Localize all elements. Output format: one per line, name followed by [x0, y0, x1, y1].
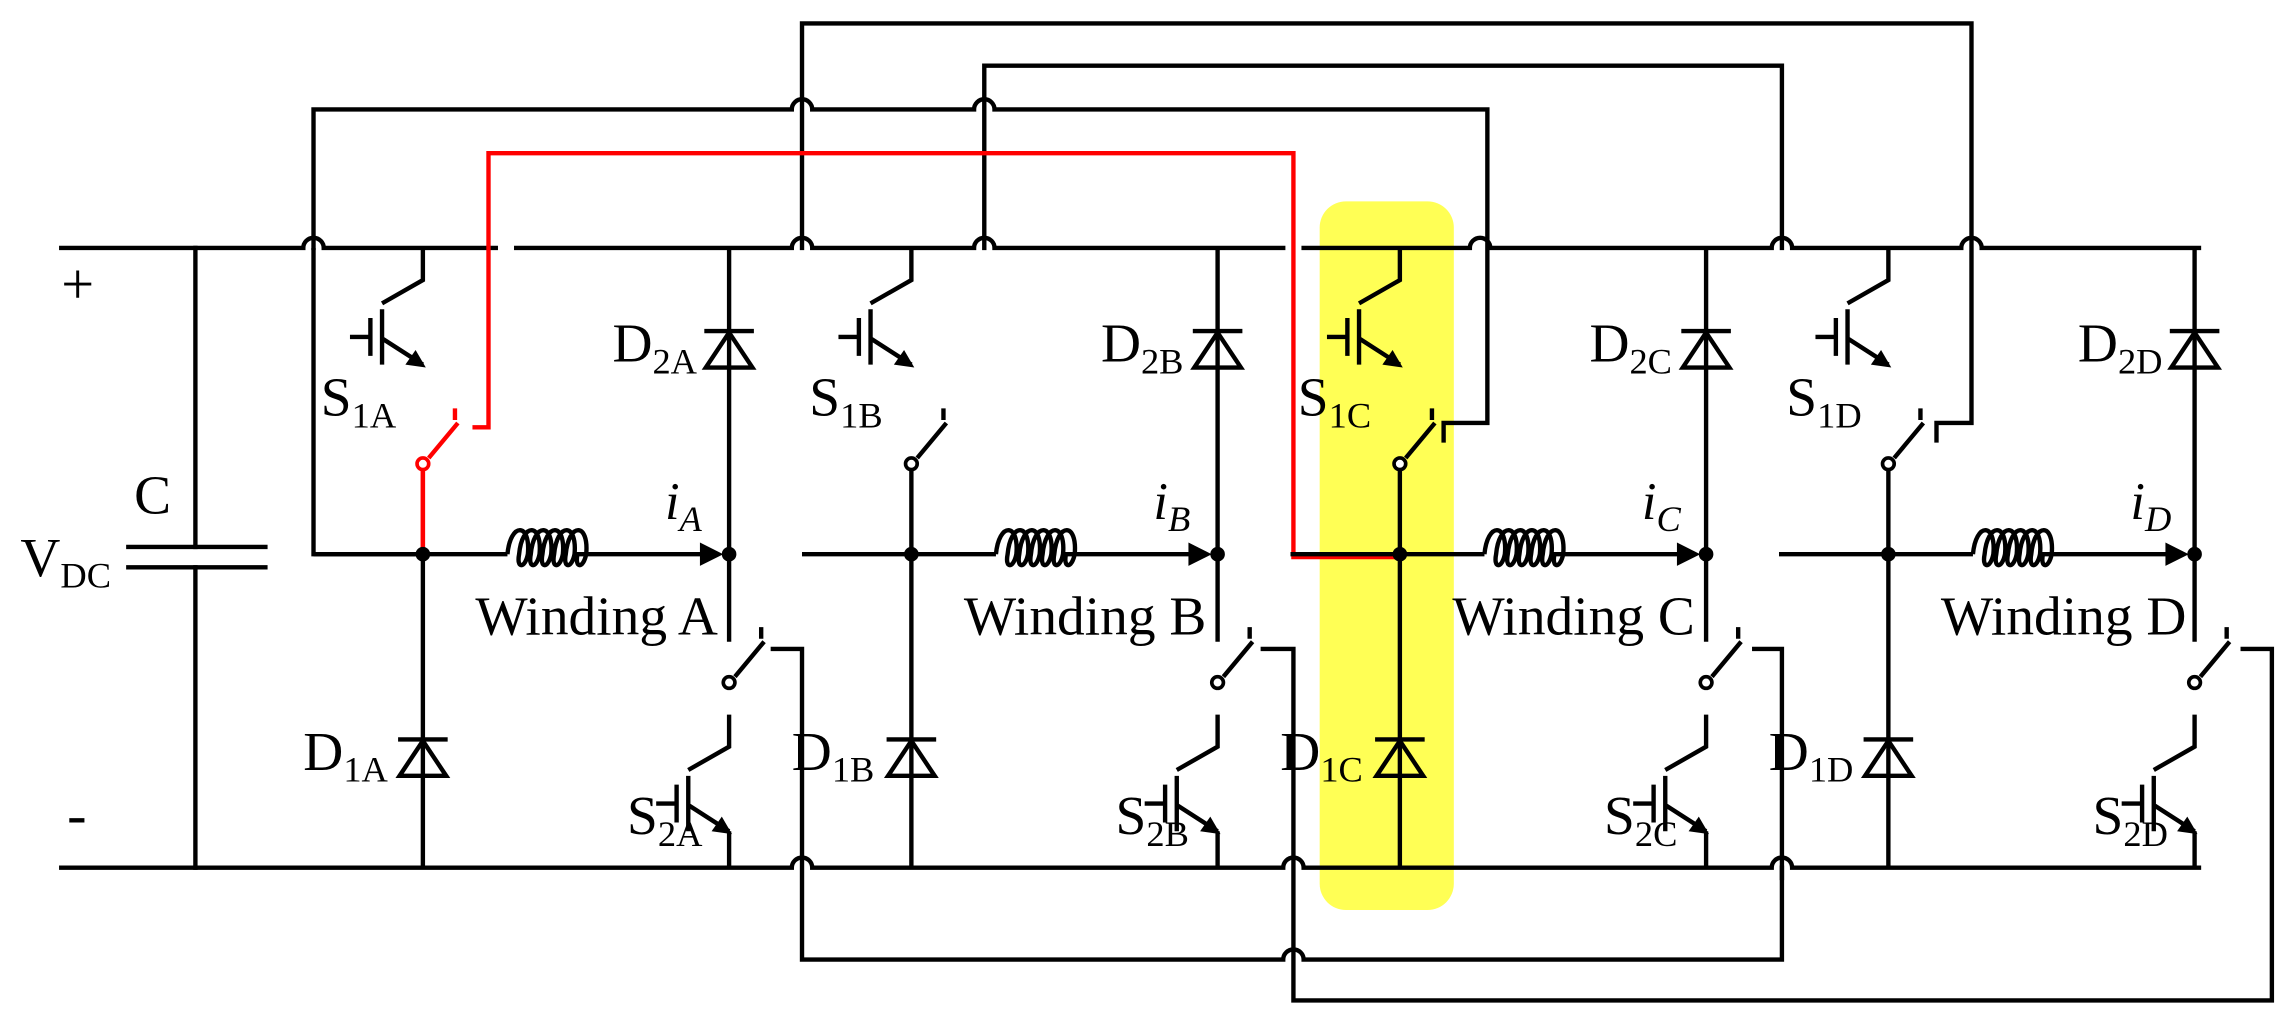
upper-aux-switch: [1404, 408, 1437, 460]
capacitor-label: C: [134, 464, 171, 525]
upper-diode: [1678, 328, 1734, 370]
upper-diode: [1190, 328, 1246, 370]
winding-label: Winding B: [964, 585, 1206, 646]
current-label: iC: [1642, 473, 1682, 539]
lower-diode: [395, 736, 451, 779]
lower-diode-label: D1C: [1280, 721, 1363, 790]
current-arrow: [2165, 542, 2189, 566]
winding-coil: [505, 528, 715, 568]
upper-wire-c-ret: [799, 21, 1974, 443]
winding-label: Winding C: [1452, 585, 1694, 646]
upper-aux-switch: [915, 408, 949, 460]
upper-wire-a: [311, 97, 1490, 443]
upper-aux-switch-contact: [1880, 456, 1897, 472]
upper-switch-label: S1A: [321, 367, 397, 436]
lower-aux-switch-contact: [1209, 674, 1226, 691]
lower-switch-label: S2A: [627, 785, 703, 854]
upper-aux-switch: [1892, 408, 1926, 460]
winding-coil: [993, 528, 1204, 568]
lower-switch-igbt-arrow: [1200, 816, 1221, 835]
node-dot: [1392, 546, 1408, 562]
winding-coil: [1482, 528, 1692, 568]
lower-aux-switch: [733, 627, 766, 679]
lower-diode-label: D1B: [792, 721, 875, 790]
lower-diode: [883, 736, 939, 779]
capacitor-plates: [126, 544, 268, 570]
upper-switch-igbt-arrow: [893, 350, 915, 368]
current-label: iD: [2130, 473, 2171, 539]
lower-diode-label: D1D: [1769, 721, 1854, 790]
lower-aux-switch: [1221, 627, 1255, 679]
upper-aux-switch-contact: [415, 456, 431, 472]
upper-switch-igbt: [349, 247, 426, 367]
upper-switch-igbt: [1326, 247, 1403, 367]
positive-rail: [59, 235, 2202, 251]
left-return-wire: [311, 247, 423, 557]
upper-switch-igbt-arrow: [1870, 350, 1892, 368]
lower-switch-igbt: [2121, 714, 2197, 834]
upper-switch-label: S1B: [809, 367, 882, 436]
lower-switch-igbt: [1144, 714, 1220, 834]
lower-switch-igbt: [656, 714, 732, 834]
lower-aux-switch: [2198, 627, 2232, 679]
lower-aux-switch-contact: [1698, 674, 1714, 691]
upper-switch-igbt-arrow: [405, 350, 426, 368]
upper-aux-switch: [427, 408, 460, 460]
current-label: iA: [665, 473, 703, 539]
upper-diode-label: D2C: [1589, 313, 1672, 382]
node-dot: [415, 546, 431, 562]
node-dot: [1881, 546, 1896, 562]
lower-aux-switch-contact: [721, 674, 737, 691]
winding-coil: [1970, 528, 2181, 568]
negative-rail: [59, 855, 2202, 870]
upper-switch-igbt: [838, 247, 914, 367]
lower-aux-switch: [1710, 627, 1743, 679]
winding-label: Winding A: [475, 585, 717, 646]
current-arrow: [1676, 542, 1701, 566]
lower-switch-label: S2C: [1604, 785, 1677, 854]
lower-diode: [1860, 736, 1916, 779]
lower-wire-2: [1260, 646, 2275, 1003]
current-arrow: [699, 542, 724, 566]
lower-switch-igbt-arrow: [2177, 816, 2198, 835]
phase-leg-a: S1A D2A D1A S2A iA Winding A: [303, 247, 766, 868]
node-dot: [904, 546, 919, 562]
upper-switch-igbt-arrow: [1382, 350, 1403, 368]
lower-aux-switch-contact: [2186, 674, 2203, 691]
current-label: iB: [1153, 473, 1190, 539]
upper-diode: [2167, 328, 2223, 370]
lower-diode-label: D1A: [303, 721, 388, 790]
upper-diode-label: D2A: [612, 313, 697, 382]
negative-terminal: -: [67, 782, 86, 847]
positive-terminal: +: [61, 251, 94, 316]
lower-switch-igbt: [1633, 714, 1709, 834]
left-node-wire: [1779, 552, 1891, 868]
upper-diode: [701, 328, 757, 370]
lower-diode: [1372, 736, 1428, 779]
lower-wire-3: [1752, 646, 1785, 881]
upper-switch-label: S1D: [1786, 367, 1861, 436]
lower-switch-label: S2D: [2093, 785, 2168, 854]
left-node-wire: [313, 552, 426, 868]
upper-diode-label: D2B: [1101, 313, 1184, 382]
current-arrow: [1188, 542, 1212, 566]
lower-switch-label: S2B: [1116, 785, 1189, 854]
lower-switch-igbt-arrow: [1688, 816, 1710, 835]
phase-leg-c: S1C D2C D1C S2C iC Winding C: [1280, 247, 1743, 868]
upper-aux-switch-contact: [1392, 456, 1408, 472]
upper-switch-label: S1C: [1298, 367, 1371, 436]
phase-leg-b: S1B D2B D1B S2B iB Winding B: [792, 247, 1255, 868]
upper-aux-switch-contact: [903, 456, 920, 472]
upper-wire-b: [982, 63, 1785, 251]
lower-switch-igbt-arrow: [711, 816, 733, 835]
winding-label: Winding D: [1941, 585, 2187, 646]
upper-switch-igbt: [1815, 247, 1891, 367]
phase-leg-d: S1D D2D D1D S2D iD Winding D: [1769, 247, 2232, 868]
upper-diode-label: D2D: [2078, 313, 2163, 382]
supply-label: VDC: [20, 527, 111, 596]
left-node-wire: [802, 552, 914, 868]
